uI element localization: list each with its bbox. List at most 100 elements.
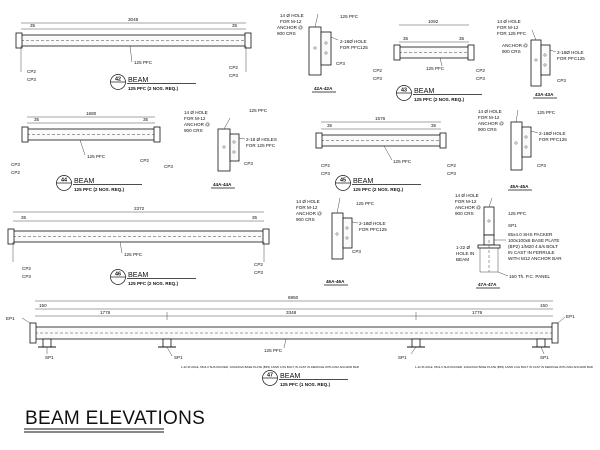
s43-hole4: 900 CRS <box>502 49 521 54</box>
s43-holes2: FOR PFC125 <box>557 56 585 61</box>
s46-holes2: FOR PFC125 <box>359 227 387 232</box>
leader-line <box>497 271 509 277</box>
beam-45-end-dim-left: 35 <box>327 123 333 128</box>
s45-hole2: FOR M-12 <box>478 115 500 120</box>
beam-45-cp-bot-right: CP3 <box>447 171 456 176</box>
beam-46-number: 46 <box>115 272 121 278</box>
beam-46-name: BEAM <box>128 270 148 279</box>
section-channel <box>540 44 551 76</box>
section-channel <box>320 31 332 66</box>
s44-cp: CP3 <box>244 161 253 166</box>
cleat-plate <box>467 44 475 61</box>
s42-hole3: ANCHOR @ <box>277 25 303 30</box>
s43-hole3: ANCHOR @ <box>502 43 528 48</box>
leader-line <box>314 13 319 28</box>
leader-line <box>336 197 341 214</box>
s47-hole22c: BEAM <box>456 257 469 262</box>
cleat-plate <box>15 32 23 49</box>
s45-label: 45A-45A <box>510 184 529 189</box>
s44-hole3: ANCHOR @ <box>184 122 210 127</box>
section-42a: 14 Ø HOLE FOR M-12 ANCHOR @ 900 CRS 125 … <box>277 13 368 93</box>
beam-44-member-label: 125 PFC <box>87 154 106 159</box>
beam-44-number: 44 <box>61 178 67 184</box>
beam-43-elevation: 1092 35 35 125 PFC CP2 CP3 CP2 CP3 43 BE… <box>373 19 485 102</box>
s42-hole4: 900 CRS <box>277 31 296 36</box>
s42-holes2: FOR PFC125 <box>340 45 368 50</box>
s43-hole2: FOR M-12 <box>497 25 519 30</box>
beam-43-member-label: 125 PFC <box>426 66 445 71</box>
beam-44-cp-top-right: CP2 <box>140 158 149 163</box>
beam-46-end-dim-left: 35 <box>21 215 27 220</box>
s45-holes: 2-18Ø HOLE <box>539 131 566 136</box>
s42-hole: 14 Ø HOLE <box>280 13 304 18</box>
leader-line <box>410 346 417 355</box>
section-channel <box>229 133 240 162</box>
leader-line <box>515 109 519 123</box>
end-plate <box>551 322 559 344</box>
beam-47-seg-mid: 3348 <box>286 310 297 315</box>
beam-46-spec: 125 PFC (2 NOS. REQ.) <box>128 281 179 286</box>
beam-42-end-dim-left: 35 <box>30 23 36 28</box>
cleat-plate <box>7 228 15 245</box>
s43-pfc: FOR 125 PFC <box>497 31 527 36</box>
s45-hole: 14 Ø HOLE <box>478 109 502 114</box>
beam-47-sp-4: SP1 <box>540 355 549 360</box>
beam-44-cp-bot-right: CP3 <box>164 164 173 169</box>
beam-46-length: 2372 <box>134 206 145 211</box>
beam-43-end-dim-right: 35 <box>459 36 465 41</box>
beam-43-name: BEAM <box>414 86 434 95</box>
beam-47-note-2: 1-22 Ø HOLE, 65x4.0 SHS PACKER, 100x100x… <box>415 365 593 369</box>
seat-packer <box>42 338 52 348</box>
bolt-hole <box>514 141 518 145</box>
beam-46-cp-top-left: CP2 <box>22 266 31 271</box>
s44-hole: 14 Ø HOLE <box>184 110 208 115</box>
beam-43-spec: 125 PFC (2 NOS. REQ.) <box>414 97 465 102</box>
bolt-hole <box>543 63 547 67</box>
bolt-hole <box>324 41 328 45</box>
beam-45-member-label: 125 PFC <box>393 159 412 164</box>
beam-42-member-label: 125 PFC <box>134 60 153 65</box>
s43-holes: 2-18Ø HOLE <box>557 50 584 55</box>
s44-holes: 2-18 Ø HOLES <box>246 137 277 142</box>
s46-hole4: 900 CRS <box>296 217 315 222</box>
section-plate <box>530 39 542 87</box>
s47-bolt: (BP2) 1/M20 4.6/s BOLT <box>508 244 558 249</box>
beam-47-spec: 125 PFC (1 NOS. REQ.) <box>280 382 331 387</box>
s47-hole4: 900 CRS <box>455 211 474 216</box>
beam-47-sp-2: SP1 <box>174 355 183 360</box>
section-channel <box>342 217 353 249</box>
s47-pfc: 125 PFC <box>508 211 527 216</box>
beam-47-seg-right: 1776 <box>472 310 483 315</box>
s44-label: 44A-44A <box>213 182 232 187</box>
s42-hole2: FOR M-12 <box>280 19 302 24</box>
beam-45-elevation: 1576 35 35 125 PFC CP2 CP3 CP2 CP3 45 BE… <box>315 116 456 192</box>
beam-42-elevation: 3048 35 35 125 PFC CP2 CP3 CP2 CP3 42 BE… <box>15 17 252 91</box>
beam-44-cp-bot-left: CP2 <box>11 170 20 175</box>
s45-cp: CP3 <box>537 163 546 168</box>
beam-47-ep-right: EP1 <box>566 314 575 319</box>
sheet-title: BEAM ELEVATIONS <box>25 408 205 429</box>
beam-42-cp-bot-left: CP3 <box>27 77 36 82</box>
beam-44-spec: 125 PFC (2 NOS. REQ.) <box>74 187 125 192</box>
s44-holes2: FOR 125 PFC <box>246 143 276 148</box>
beam-42-cp-top-left: CP2 <box>27 69 36 74</box>
s45-pfc: 125 PFC <box>537 110 556 115</box>
leader-line <box>531 29 537 41</box>
beam-42-number: 42 <box>115 77 121 83</box>
section-plate <box>510 121 523 171</box>
s47-hole2: FOR M-12 <box>455 199 477 204</box>
beam-44-length: 1680 <box>86 111 97 116</box>
leader-line <box>166 346 173 357</box>
seat-packer <box>162 338 172 348</box>
leader-line <box>21 317 31 324</box>
s44-hole2: FOR M-12 <box>184 116 206 121</box>
beam-47-ep-left: EP1 <box>6 316 15 321</box>
leader-line <box>223 117 231 130</box>
beam-46-end-dim-right: 35 <box>252 215 258 220</box>
s47-ferrule: IN CAST IN FERRULE <box>508 250 555 255</box>
s45-holes2: FOR PFC125 <box>539 137 567 142</box>
s46-holes: 2-18Ø HOLE <box>359 221 386 226</box>
s45-hole4: 900 CRS <box>478 127 497 132</box>
beam-44-end-dim-left: 35 <box>34 117 40 122</box>
section-plate <box>483 206 495 236</box>
